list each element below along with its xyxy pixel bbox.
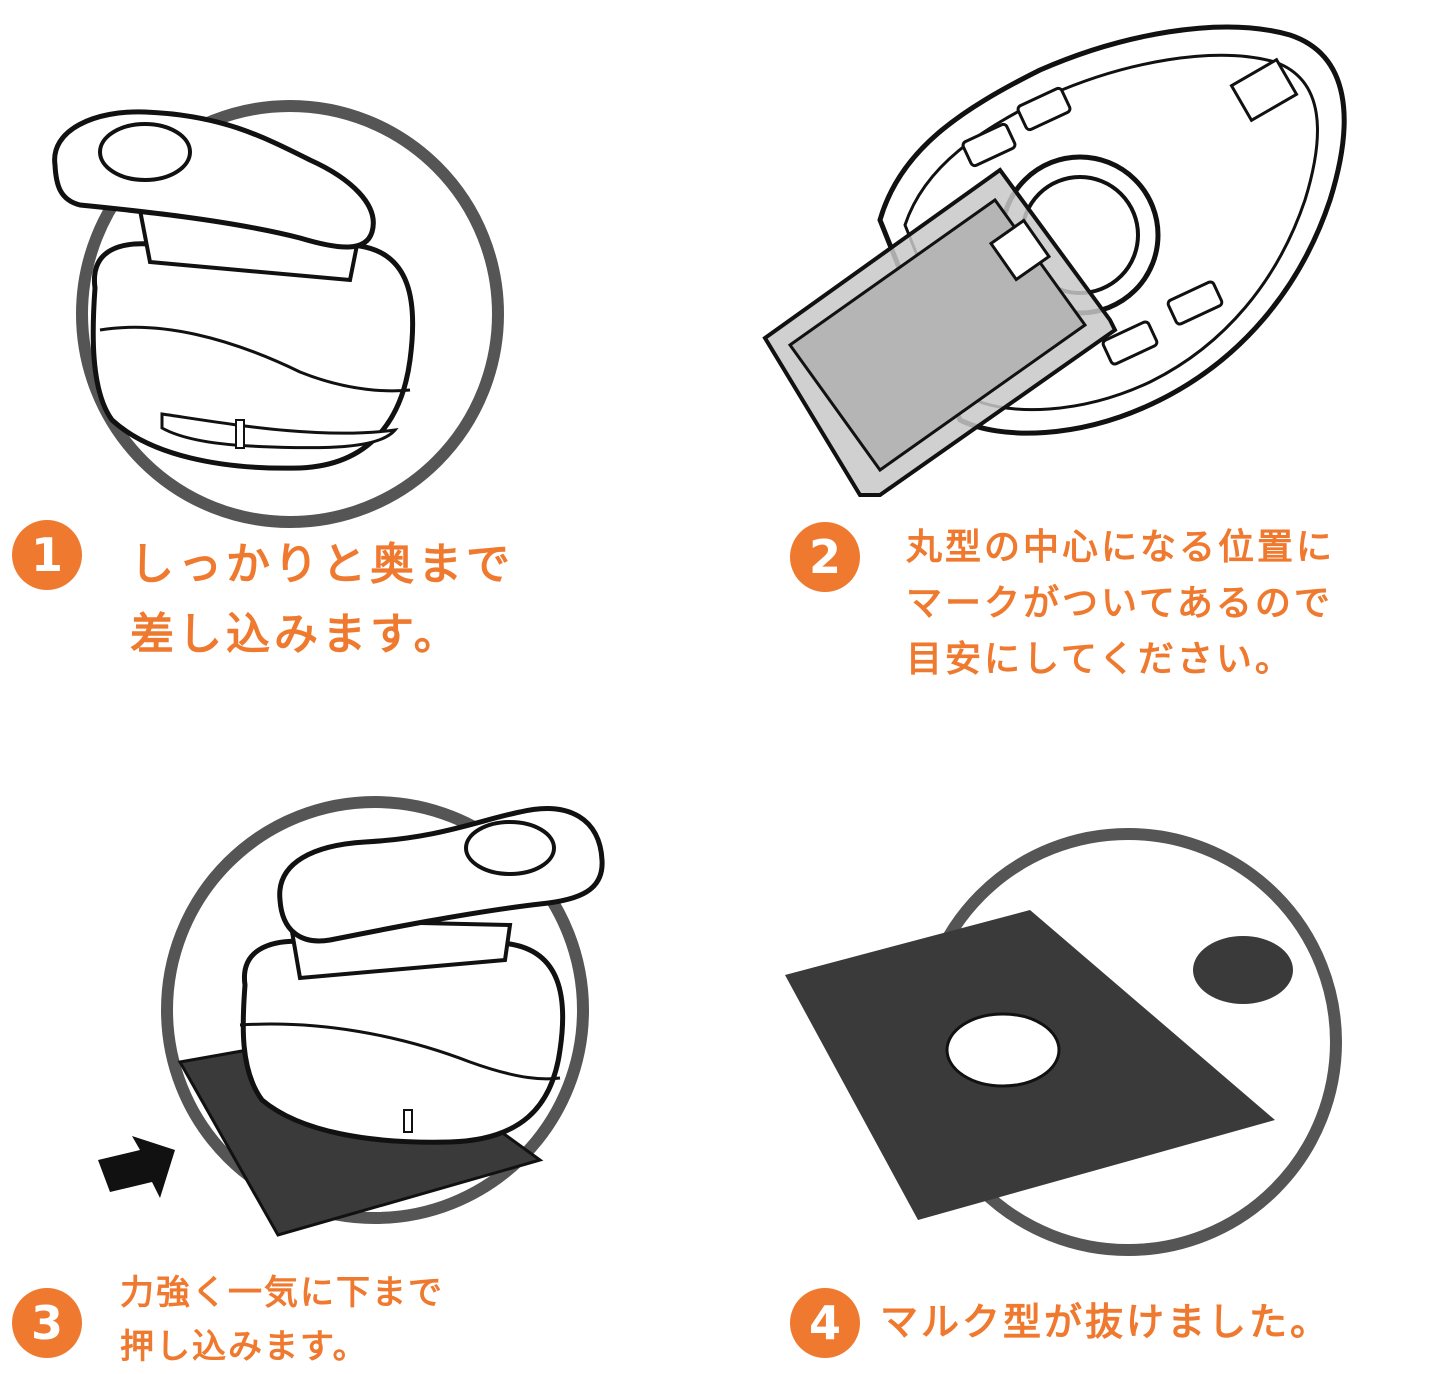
step-4-number-badge: 4 <box>790 1288 860 1358</box>
base-slot-d <box>1166 280 1224 326</box>
step-3-line-2: 押し込みます。 <box>120 1327 369 1367</box>
panel-3-ring <box>161 796 589 1224</box>
punch-body-seam <box>99 325 411 393</box>
step-3-line-1: 力強く一気に下まで <box>120 1273 444 1313</box>
base-window <box>1229 57 1299 123</box>
panel-1-ring <box>76 100 504 528</box>
cut-out-circle <box>1193 936 1293 1004</box>
lever-button <box>464 820 556 876</box>
step-1-line-2: 差し込みます。 <box>130 609 462 660</box>
center-mark <box>988 218 1052 282</box>
punch-lever <box>277 806 605 944</box>
step-4-instruction: マルク型が抜けました。 <box>880 1294 1331 1350</box>
punched-hole <box>945 1012 1061 1088</box>
panel-2-illustration <box>762 24 1347 497</box>
step-3-number-badge: 3 <box>12 1288 82 1358</box>
punch-slot <box>160 412 399 450</box>
punch-body-seam <box>239 1022 561 1081</box>
step-1-instruction: しっかりと奥まで 差し込みます。 <box>130 530 514 670</box>
step-2-line-2: マークがついてあるので <box>906 583 1333 624</box>
panel-1-illustration <box>52 100 504 528</box>
step-2-instruction: 丸型の中心になる位置に マークがついてあるので 目安にしてください。 <box>906 520 1335 688</box>
panel-4-illustration <box>785 828 1342 1256</box>
step-1-number-badge: 1 <box>12 520 82 590</box>
step-1-line-1: しっかりと奥まで <box>130 539 514 590</box>
panel-3-illustration <box>98 796 605 1237</box>
slot-mark <box>235 419 245 449</box>
lever-button <box>98 122 192 182</box>
step-2-number-badge: 2 <box>790 522 860 592</box>
step-3-instruction: 力強く一気に下まで 押し込みます。 <box>120 1266 444 1374</box>
step-2-line-3: 目安にしてください。 <box>906 639 1294 680</box>
slot-mark <box>403 1109 413 1133</box>
base-slot-a <box>961 122 1017 168</box>
step-2-line-1: 丸型の中心になる位置に <box>906 527 1336 568</box>
base-slot-c <box>1101 320 1159 366</box>
step-4-line-1: マルク型が抜けました。 <box>880 1300 1332 1344</box>
push-arrow <box>98 1136 175 1198</box>
base-slot-b <box>1016 86 1072 132</box>
